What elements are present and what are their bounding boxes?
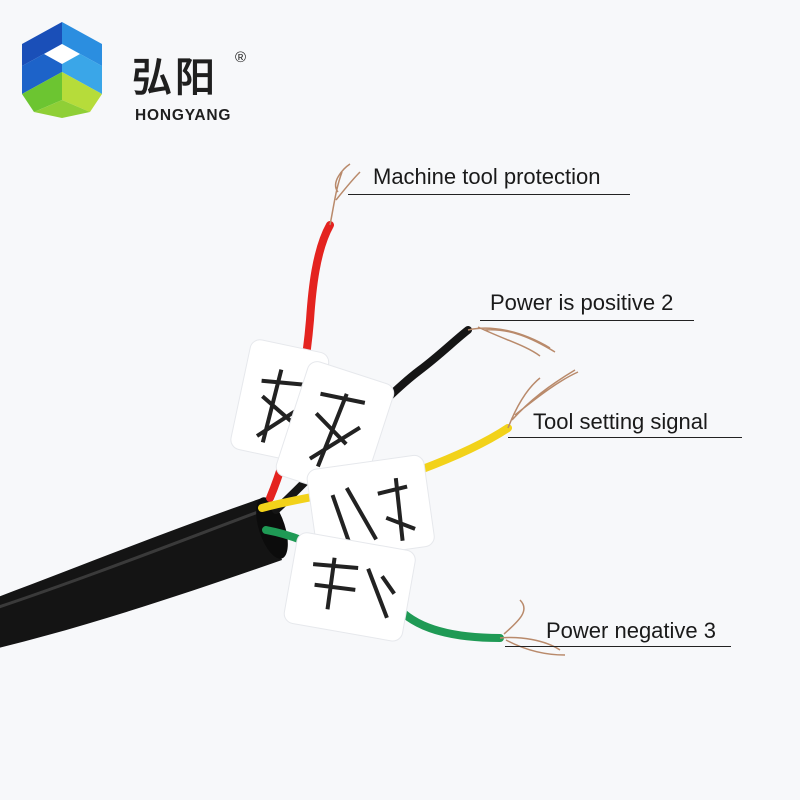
label-underline (348, 194, 630, 195)
logo-chinese-name: 弘阳 (132, 55, 218, 101)
green-wire-copper (499, 599, 566, 656)
label-power-positive: Power is positive 2 (490, 290, 674, 315)
logo-english-name: HONGYANG (135, 107, 232, 124)
black-wire-copper (467, 326, 556, 357)
red-wire-copper (329, 163, 361, 226)
label-machine-tool-protection: Machine tool protection (373, 164, 601, 189)
wire-tag-green (283, 532, 416, 642)
label-underline (480, 320, 694, 321)
yellow-wire-copper (507, 369, 579, 429)
cable-jacket-highlight (0, 510, 259, 609)
brand-logo: 弘阳 HONGYANG ® (22, 22, 246, 123)
label-underline (508, 437, 742, 438)
registered-trademark-icon: ® (235, 49, 247, 66)
label-tool-setting-signal: Tool setting signal (533, 409, 708, 434)
cable-jacket (0, 498, 282, 648)
label-underline (505, 646, 731, 647)
hongyang-logo-icon (22, 22, 102, 118)
label-power-negative: Power negative 3 (546, 618, 716, 643)
